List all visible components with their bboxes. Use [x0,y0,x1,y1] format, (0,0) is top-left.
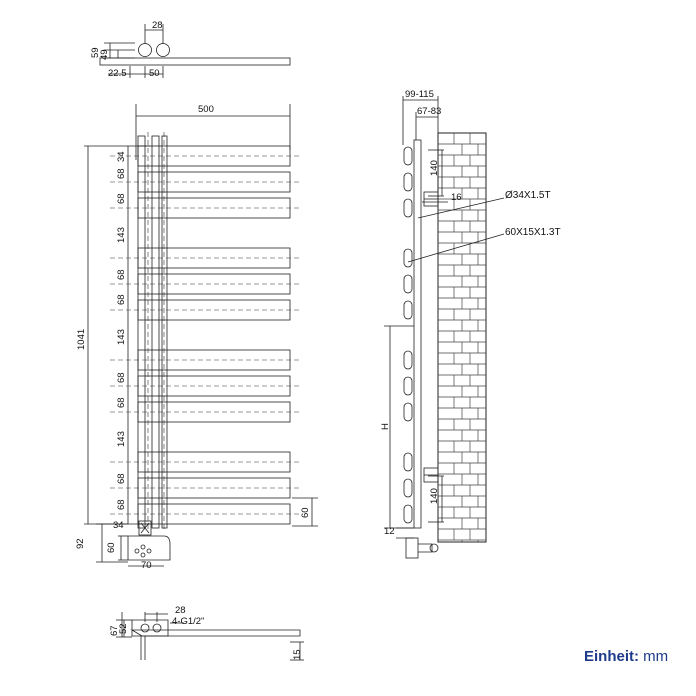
front-dim-group-gap: 143 [116,329,127,345]
side-bar-slot [403,172,413,192]
side-dim-bracket-side: 16 [451,192,462,203]
top-view-bar [99,57,291,66]
label-bar-spec: 60X15X1.3T [505,227,561,238]
side-view [384,96,505,559]
top-view-pipe-left [138,43,152,57]
heating-element [96,520,171,567]
side-bar-slot [403,504,413,524]
collector-pipe-right [151,135,160,529]
bottom-view [116,612,304,661]
side-collector-pipe [413,139,422,529]
heater-control-box [127,535,171,561]
bottom-view-bar [130,629,301,637]
front-dim-bar-gap: 68 [116,294,127,305]
side-heater-body [405,537,419,559]
side-bar-slot [403,248,413,268]
front-view [84,104,291,529]
top-dim-50: 50 [149,68,160,79]
top-dim-22-5: 22.5 [108,68,127,79]
side-bars [403,146,413,524]
front-dim-height: 1041 [76,329,87,350]
unit-value: mm [643,648,669,665]
unit-label: Einheit: [584,648,639,665]
bottom-dim-15: 15 [292,649,303,660]
bottom-dim-67: 67 [109,625,120,636]
side-bar-slot [403,376,413,396]
front-centerlines [110,132,300,530]
side-dim-bracket-bottom: 140 [429,488,440,504]
front-dim-bar-gap: 68 [116,473,127,484]
collector-pipe-left [137,135,146,529]
front-dim-bar-gap: 68 [116,499,127,510]
heater-dim-body: 60 [106,542,117,553]
unit-note: Einheit: mm [584,648,668,665]
top-dim-59: 59 [90,47,101,58]
top-view-pipe-right [156,43,170,57]
side-bar-slot [403,402,413,422]
front-dim-bar-gap: 68 [116,372,127,383]
side-bar-slot [403,452,413,472]
side-dim-bracket-top: 140 [429,160,440,176]
brick-wall [437,132,487,543]
top-dim-49: 49 [99,49,110,60]
top-dim-28: 28 [152,20,163,31]
bottom-dim-28: 28 [175,605,186,616]
bottom-dim-52: 52 [118,623,129,634]
side-dim-depth-wall: 67-83 [417,106,441,117]
side-dim-depth-total: 99-115 [405,89,434,100]
front-dim-bar-gap: 68 [116,193,127,204]
front-dim-bar-gap: 68 [116,168,127,179]
front-dim-group-gap: 143 [116,431,127,447]
towel-bars [137,145,291,525]
side-dim-bottom-offset: 12 [384,526,395,537]
front-dim-bar-gap: 68 [116,269,127,280]
side-dim-height-var: H [380,423,391,430]
front-dim-bottom: 34 [113,520,124,531]
front-dim-bar-gap: 68 [116,397,127,408]
heater-dim-width: 70 [141,560,152,571]
side-bar-slot [403,478,413,498]
side-bar-slot [403,350,413,370]
front-dim-top: 34 [116,151,127,162]
front-dim-group-gap: 143 [116,227,127,243]
side-bar-slot [403,274,413,294]
heater-dim-height: 92 [75,538,86,549]
label-pipe-spec: Ø34X1.5T [505,190,551,201]
top-view [99,24,291,78]
side-bar-slot [403,198,413,218]
side-bar-slot [403,300,413,320]
front-dim-width: 500 [198,104,214,115]
bottom-dim-thread: 4-G1/2" [172,616,204,627]
side-bar-slot [403,146,413,166]
front-dim-right-bottom: 60 [300,507,311,518]
